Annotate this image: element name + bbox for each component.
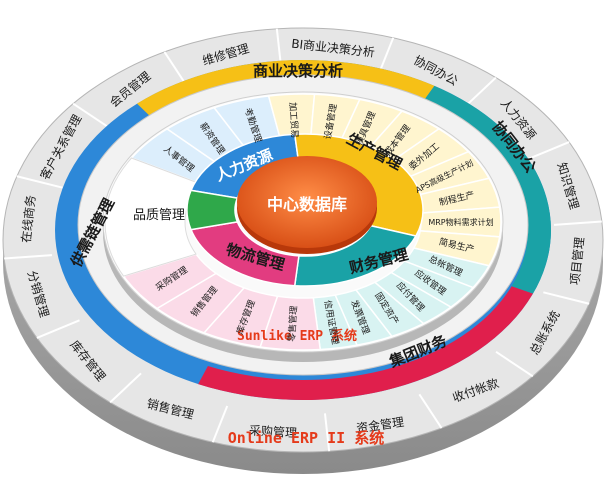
band-business-label: 商业决策分析 bbox=[253, 62, 343, 80]
quality-sector bbox=[104, 157, 202, 277]
band-business bbox=[137, 60, 435, 119]
outer-divider bbox=[464, 76, 497, 108]
module-quality-label: 品质管理 bbox=[133, 208, 185, 223]
center-database bbox=[237, 156, 377, 248]
outer-divider bbox=[526, 141, 570, 161]
outer-segment-label: 项目管理 bbox=[567, 236, 587, 285]
outer-divider bbox=[418, 393, 443, 429]
sunlike-label: Sunlike ERP 系统 bbox=[237, 328, 357, 344]
outer-divider bbox=[553, 220, 602, 226]
outer-divider bbox=[495, 351, 534, 378]
online-erp-label: Online ERP II 系统 bbox=[228, 429, 384, 447]
outer-divider bbox=[323, 413, 331, 452]
outer-divider bbox=[377, 37, 395, 75]
outer-divider bbox=[4, 254, 53, 260]
outer-segment-label: 采购管理 bbox=[249, 423, 298, 441]
module-sector bbox=[186, 189, 239, 231]
outer-divider bbox=[109, 372, 142, 404]
outer-divider bbox=[275, 28, 283, 67]
sub-item-label: 零售管理 bbox=[286, 305, 300, 342]
outer-divider bbox=[36, 319, 80, 339]
sub-item-label: 加工贸易 bbox=[287, 102, 301, 139]
outer-divider bbox=[211, 405, 229, 443]
band-finance bbox=[198, 286, 533, 400]
outer-ring-dividers bbox=[4, 28, 602, 452]
outer-divider bbox=[72, 102, 111, 129]
outer-segment-label: 在线商务 bbox=[18, 194, 38, 243]
outer-segment-label: 资金管理 bbox=[355, 414, 405, 436]
outer-divider bbox=[163, 51, 188, 87]
outer-divider bbox=[16, 175, 63, 189]
outer-divider bbox=[543, 291, 590, 305]
sub-item-label: MRP物料需求计划 bbox=[428, 217, 493, 227]
center-label: 中心数据库 bbox=[267, 195, 347, 214]
